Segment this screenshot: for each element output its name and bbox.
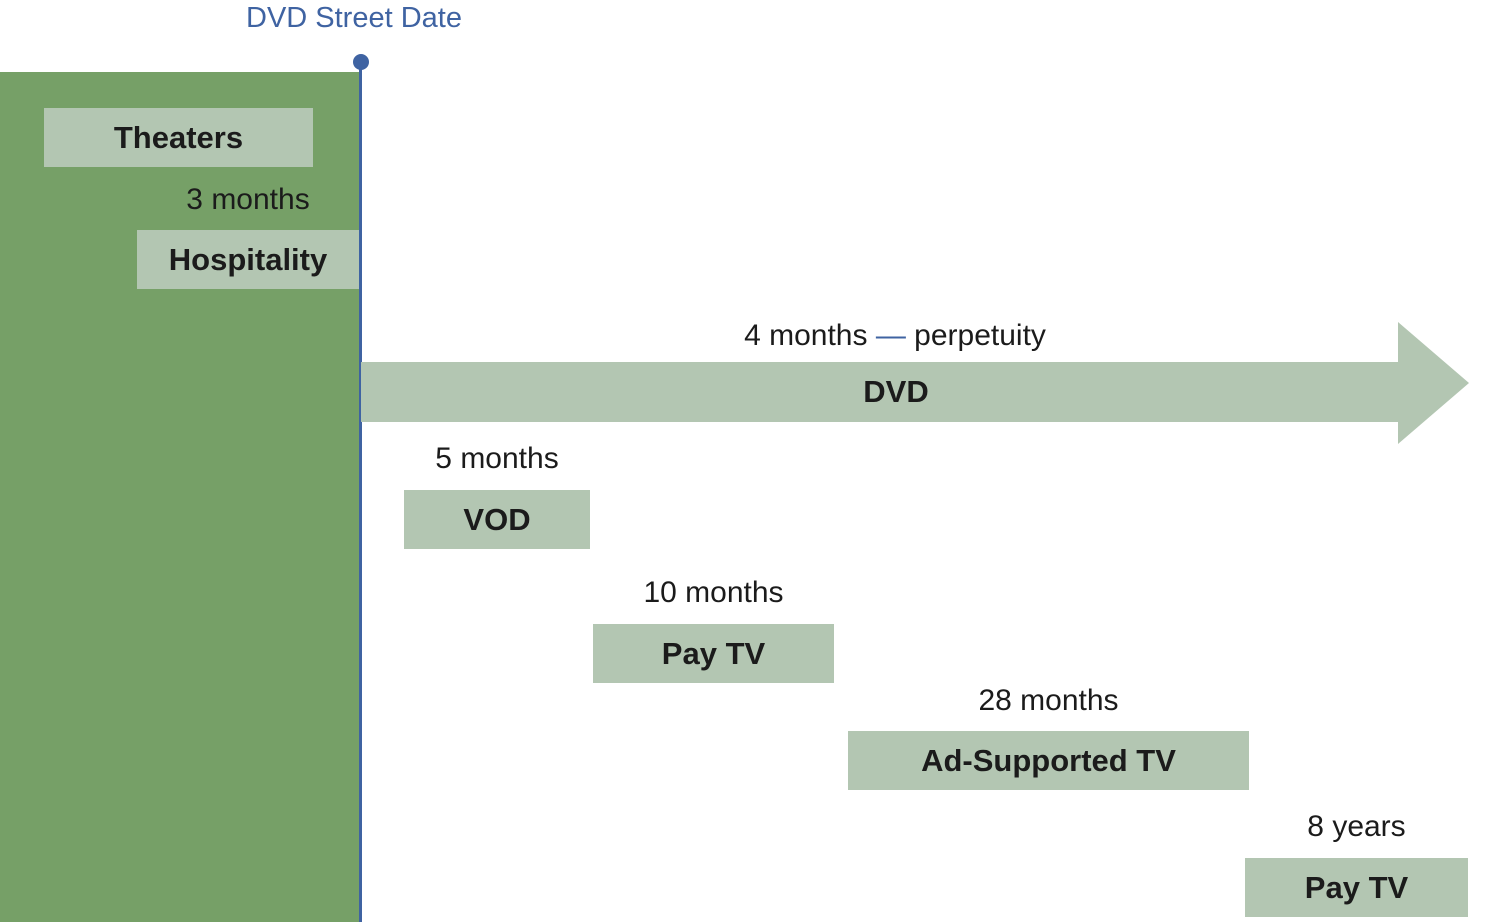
pay-tv-second-timing: 8 years (1307, 810, 1406, 843)
theaters-label: Theaters (113, 119, 244, 155)
ad-supported-tv-label: Ad-Supported TV (921, 742, 1176, 778)
dvd-label: DVD (863, 374, 929, 409)
dvd-timing: 4 months — perpetuity (680, 318, 1110, 354)
pay-tv-second-label: Pay TV (1304, 869, 1409, 905)
theatrical-window-panel (0, 72, 360, 922)
dvd-timing-end: perpetuity (914, 319, 1046, 352)
dvd-arrow (361, 322, 1469, 444)
pay-tv-first-timing: 10 months (643, 576, 784, 609)
pay-tv-first-label: Pay TV (661, 635, 766, 671)
dvd-timing-dash: — (875, 319, 906, 352)
vod-box: VOD (404, 490, 590, 549)
street-date-line (359, 62, 362, 922)
street-date-label: DVD Street Date (246, 2, 462, 34)
pay-tv-first-box: Pay TV (593, 624, 834, 683)
dvd-timing-start: 4 months (744, 319, 868, 352)
theaters-box: Theaters (44, 108, 313, 167)
hospitality-label: Hospitality (168, 241, 328, 277)
vod-timing: 5 months (435, 442, 559, 475)
hospitality-timing: 3 months (186, 183, 310, 216)
ad-supported-tv-timing: 28 months (978, 684, 1119, 717)
vod-label: VOD (463, 501, 531, 537)
ad-supported-tv-box: Ad-Supported TV (848, 731, 1249, 790)
pay-tv-second-box: Pay TV (1245, 858, 1468, 917)
dvd-arrow-shape (361, 322, 1469, 444)
hospitality-box: Hospitality (137, 230, 359, 289)
street-date-marker (353, 54, 369, 70)
